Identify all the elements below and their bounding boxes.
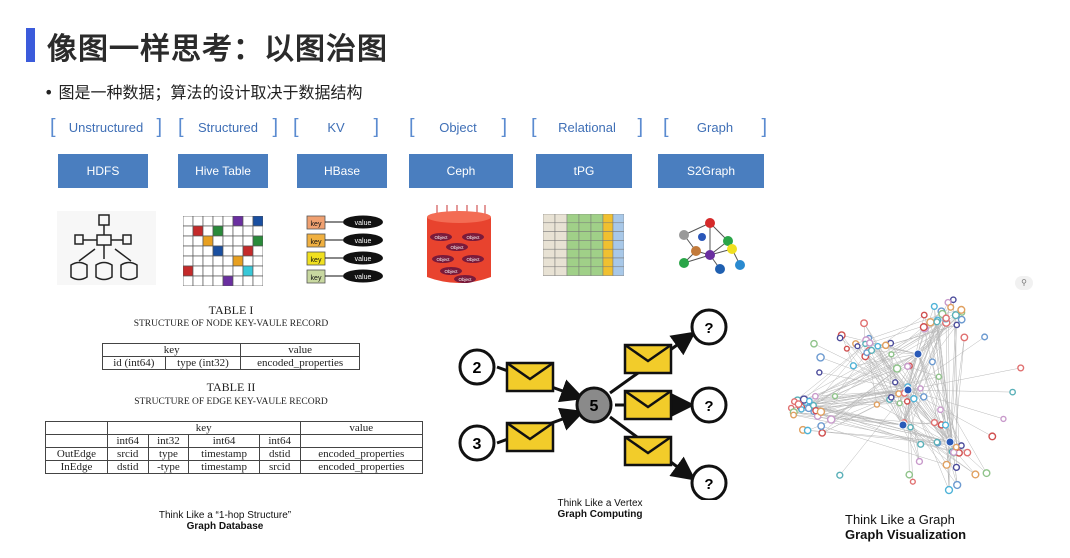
category-relational: [Relational] (531, 115, 643, 138)
table2-subtitle: STRUCTURE OF EDGE KEY-VAULE RECORD (134, 397, 328, 407)
table2-cell: InEdge (45, 460, 108, 474)
hdfs-diagram (57, 211, 156, 285)
ceph-object-label: Object (434, 235, 448, 240)
table1-cell: id (int64) (102, 356, 166, 370)
table-row: OutEdge srcid type timestamp dstid encod… (45, 447, 424, 461)
vertex-input-3: 3 (473, 436, 482, 453)
kv-value-label: value (355, 274, 372, 281)
system-tpg: tPG (536, 154, 632, 188)
system-ceph: Ceph (409, 154, 513, 188)
vertex-output-unknown: ? (704, 320, 713, 337)
category-structured: [Structured] (178, 115, 278, 138)
table1-key-header: key (101, 343, 242, 357)
vertex-message-diagram: 2 3 5 ? ? ? (458, 308, 728, 500)
table2-empty-cell (299, 434, 424, 448)
kv-value-label: value (355, 238, 372, 245)
ceph-object-label: Object (466, 257, 480, 262)
table2-type-cell: int64 (188, 434, 260, 448)
kv-key-label: key (311, 221, 322, 228)
bullet-point: • 图是一种数据；算法的设计取决于数据结构 (44, 83, 363, 102)
relational-table (543, 214, 624, 276)
kv-key-label: key (311, 239, 322, 246)
table2-key-header: key (106, 421, 301, 435)
kv-key-label: key (311, 257, 322, 264)
caption-graph-computing: Think Like a Vertex Graph Computing (557, 498, 643, 520)
hive-table-grid (183, 216, 263, 286)
category-kv: [KV] (293, 115, 379, 138)
table2-empty-cell (45, 434, 108, 448)
node-record-table: key value id (int64) type (int32) encode… (101, 343, 360, 370)
ceph-object-label: Object (436, 257, 450, 262)
system-hive-table: Hive Table (178, 154, 268, 188)
edge-record-table: key value int64 int32 int64 int64 OutEdg… (45, 421, 424, 474)
kv-key-label: key (311, 275, 322, 282)
category-object: [Object] (409, 115, 507, 138)
small-graph-diagram (679, 218, 745, 274)
vertex-output-unknown: ? (704, 476, 713, 493)
system-hdfs: HDFS (58, 154, 148, 188)
table1-cell: encoded_properties (240, 356, 360, 370)
table2-cell: OutEdge (45, 447, 108, 461)
system-hbase: HBase (297, 154, 387, 188)
table2-cell: timestamp (188, 447, 260, 461)
ceph-object-label: Object (450, 245, 464, 250)
table2-cell: -type (147, 460, 190, 474)
network-graph-visualization (787, 296, 1025, 495)
table-row: InEdge dstid -type timestamp srcid encod… (45, 460, 424, 474)
table2-cell: type (147, 447, 190, 461)
table2-cell: dstid (258, 447, 301, 461)
ceph-object-label: Object (444, 269, 458, 274)
zoom-icon[interactable]: ⚲ (1015, 276, 1033, 290)
table2-cell: srcid (106, 447, 149, 461)
table1-subtitle: STRUCTURE OF NODE KEY-VAULE RECORD (133, 319, 329, 329)
ceph-object-label: Object (458, 277, 472, 282)
page-title: 像图一样思考：以图治图 (47, 32, 388, 67)
vertex-center-5: 5 (590, 398, 599, 415)
table1-value-header: value (240, 343, 360, 357)
category-graph: [Graph] (663, 115, 767, 138)
vertex-input-2: 2 (473, 360, 482, 377)
caption-graph-database: Think Like a “1-hop Structure” Graph Dat… (158, 510, 292, 532)
table2-cell: timestamp (188, 460, 260, 474)
system-s2graph: S2Graph (658, 154, 764, 188)
table2-value-header: value (299, 421, 424, 435)
hbase-kv-diagram: key value key value key value key value (306, 215, 383, 284)
ceph-object-label: Object (466, 235, 480, 240)
category-unstructured: [Unstructured] (50, 115, 162, 138)
table2-caption: TABLE II (206, 380, 256, 394)
table1-caption: TABLE I (208, 303, 254, 317)
bullet-text: 图是一种数据；算法的设计取决于数据结构 (58, 83, 363, 102)
table2-cell: dstid (106, 460, 149, 474)
table1-cell: type (int32) (164, 356, 242, 370)
vertex-output-unknown: ? (704, 398, 713, 415)
table2-type-cell: int64 (258, 434, 301, 448)
table2-type-cell: int64 (106, 434, 149, 448)
caption-graph-visualization: Think Like a Graph Graph Visualization (845, 512, 967, 542)
table2-empty-cell (45, 421, 108, 435)
table2-type-cell: int32 (147, 434, 190, 448)
table2-cell: encoded_properties (299, 460, 424, 474)
kv-value-label: value (355, 220, 372, 227)
kv-value-label: value (355, 256, 372, 263)
title-accent-bar (26, 28, 35, 62)
table2-cell: srcid (258, 460, 301, 474)
table2-cell: encoded_properties (299, 447, 424, 461)
